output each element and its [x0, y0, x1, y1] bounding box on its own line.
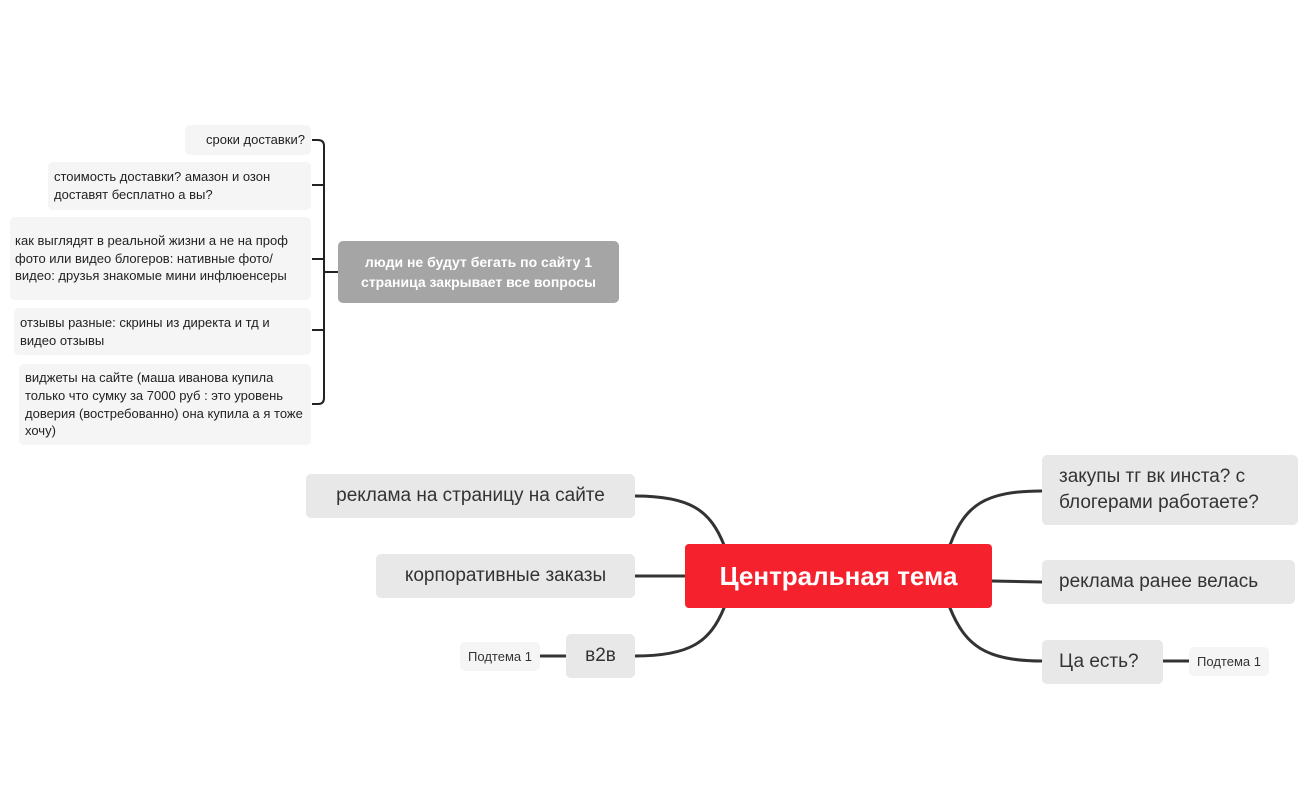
topic-ads-site-page[interactable]: реклама на страницу на сайте: [306, 474, 635, 518]
subitem-label: стоимость доставки? амазон и озон достав…: [54, 169, 271, 202]
connector-central-to-right-2: [990, 579, 1044, 584]
subtopic-right[interactable]: Подтема 1: [1189, 647, 1269, 676]
connector-central-to-left-3: [633, 606, 726, 658]
topic-label: корпоративные заказы: [404, 565, 607, 587]
connector-central-to-right-3: [948, 606, 1044, 663]
subitem-label: виджеты на сайте (маша иванова купила то…: [25, 370, 303, 439]
subtopic-label: Подтема 1: [1197, 654, 1261, 669]
subitem-delivery-time[interactable]: сроки доставки?: [185, 125, 311, 155]
topic-b2b[interactable]: в2в: [566, 634, 635, 678]
subitem-delivery-cost[interactable]: стоимость доставки? амазон и озон достав…: [48, 162, 311, 210]
central-topic-label: Центральная тема: [719, 560, 958, 591]
group-bracket: [312, 139, 325, 405]
topic-label: реклама на страницу на сайте: [336, 485, 605, 507]
central-topic[interactable]: Центральная тема: [685, 544, 992, 608]
topic-label: Ца есть?: [1059, 651, 1139, 673]
subitem-label: как выглядят в реальной жизни а не на пр…: [15, 233, 288, 284]
topic-one-page-answers[interactable]: люди не будут бегать по сайту 1 страница…: [338, 241, 619, 303]
connector-central-to-right-1: [948, 489, 1044, 547]
connector-central-to-left-1: [633, 494, 726, 547]
subitem-real-life-look[interactable]: как выглядят в реальной жизни а не на пр…: [10, 217, 311, 300]
subitem-reviews[interactable]: отзывы разные: скрины из директа и тд и …: [14, 308, 311, 355]
topic-label: люди не будут бегать по сайту 1 страница…: [361, 253, 596, 290]
subitem-site-widgets[interactable]: виджеты на сайте (маша иванова купила то…: [19, 364, 311, 445]
topic-label: закупы тг вк инста? с блогерами работает…: [1059, 466, 1259, 513]
topic-previous-ads[interactable]: реклама ранее велась: [1042, 560, 1295, 604]
topic-label: в2в: [585, 645, 616, 667]
subtopic-left[interactable]: Подтема 1: [460, 642, 540, 671]
subitem-label: сроки доставки?: [206, 132, 305, 148]
subitem-label: отзывы разные: скрины из директа и тд и …: [20, 314, 270, 348]
topic-corporate-orders[interactable]: корпоративные заказы: [376, 554, 635, 598]
subtopic-label: Подтема 1: [468, 649, 532, 664]
topic-label: реклама ранее велась: [1059, 571, 1259, 593]
topic-target-audience[interactable]: Ца есть?: [1042, 640, 1163, 684]
topic-tg-vk-insta[interactable]: закупы тг вк инста? с блогерами работает…: [1042, 455, 1298, 525]
